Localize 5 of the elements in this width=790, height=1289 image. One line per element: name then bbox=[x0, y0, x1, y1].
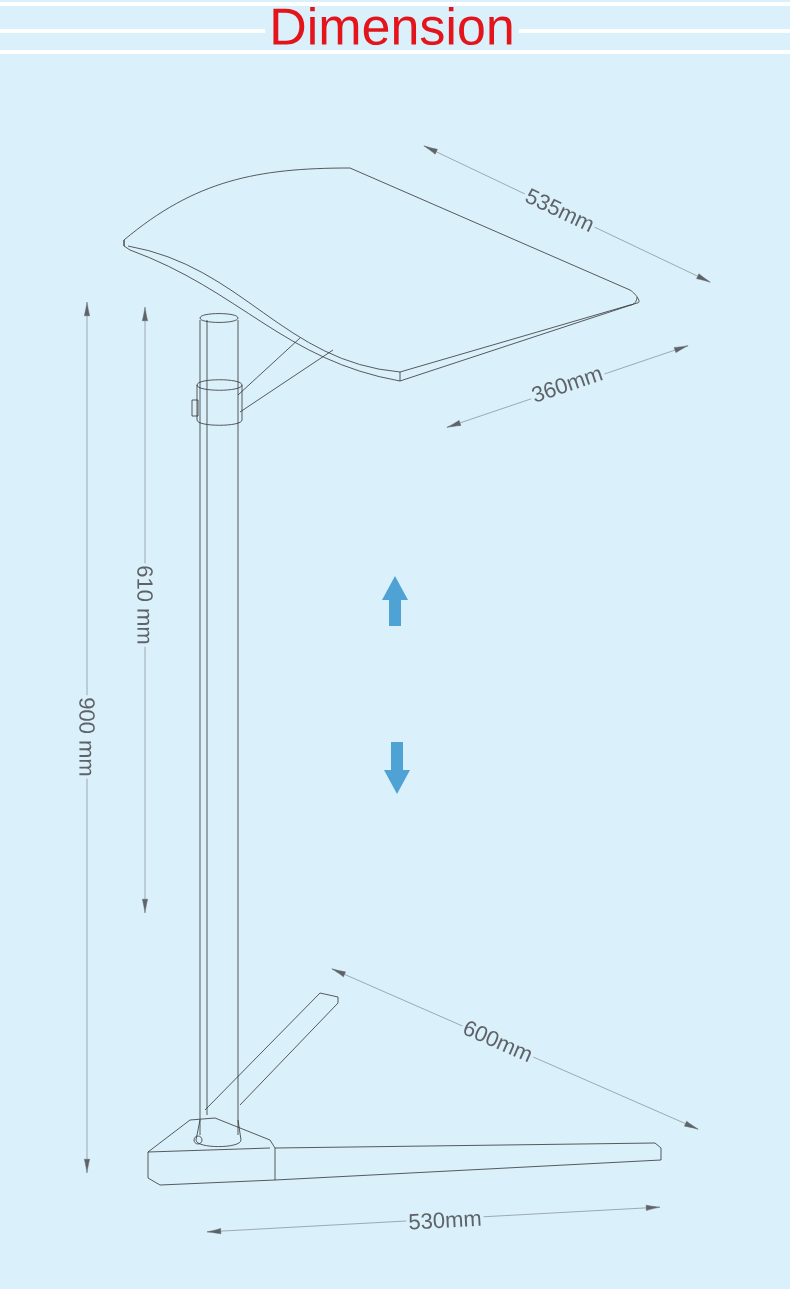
title: Dimension bbox=[265, 6, 519, 46]
dimension-label: 530mm bbox=[405, 1208, 485, 1232]
dimension-label: 900 mm bbox=[77, 695, 97, 779]
dimension-label: 360mm bbox=[527, 362, 607, 406]
dimension-label: 610 mm bbox=[135, 563, 155, 647]
